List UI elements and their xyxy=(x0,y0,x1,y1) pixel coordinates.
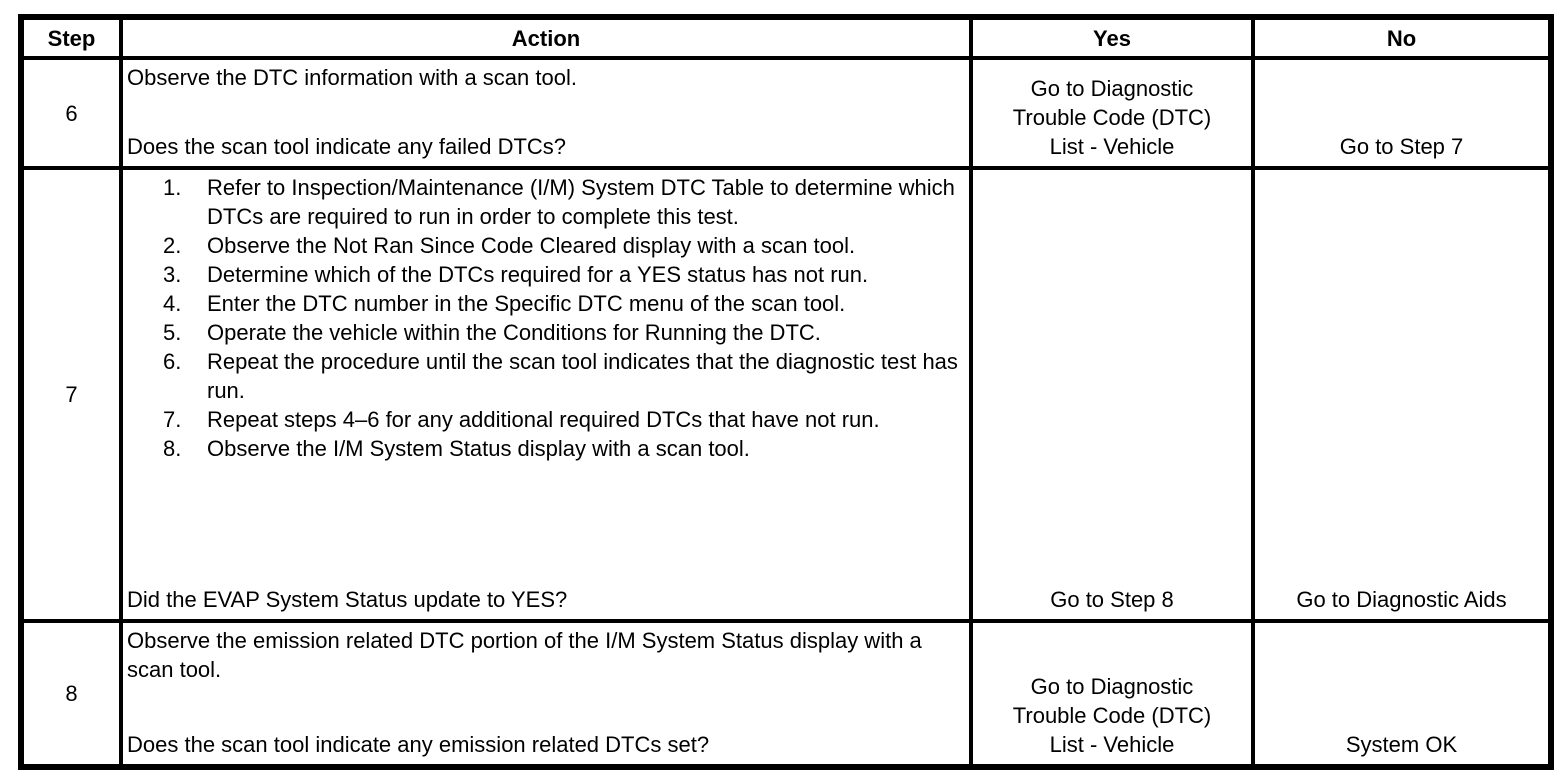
yes-outcome: Go to Diagnostic Trouble Code (DTC) List… xyxy=(1012,674,1212,757)
list-item-number: 5. xyxy=(163,320,182,345)
table-row-step-8: 8 Observe the emission related DTC porti… xyxy=(19,619,1553,769)
action-intro: Observe the DTC information with a scan … xyxy=(127,65,577,90)
action-cell: Observe the DTC information with a scan … xyxy=(119,56,973,170)
no-cell: System OK xyxy=(1251,619,1553,769)
list-item-number: 3. xyxy=(163,262,182,287)
list-item: 5. Operate the vehicle within the Condit… xyxy=(127,318,965,347)
list-item: 1. Refer to Inspection/Maintenance (I/M)… xyxy=(127,173,965,231)
action-cell: 1. Refer to Inspection/Maintenance (I/M)… xyxy=(119,166,973,623)
list-item-text: Repeat steps 4–6 for any additional requ… xyxy=(207,407,880,432)
action-question: Did the EVAP System Status update to YES… xyxy=(127,587,568,612)
list-item-text: Repeat the procedure until the scan tool… xyxy=(207,349,958,403)
no-outcome: System OK xyxy=(1345,732,1458,757)
list-item: 2. Observe the Not Ran Since Code Cleare… xyxy=(127,231,965,260)
col-header-yes: Yes xyxy=(969,15,1255,60)
list-item-text: Determine which of the DTCs required for… xyxy=(207,262,869,287)
yes-outcome: Go to Step 8 xyxy=(1050,587,1174,612)
yes-cell: Go to Diagnostic Trouble Code (DTC) List… xyxy=(969,56,1255,170)
list-item-number: 7. xyxy=(163,407,182,432)
list-item-number: 2. xyxy=(163,233,182,258)
list-item-text: Refer to Inspection/Maintenance (I/M) Sy… xyxy=(207,175,955,229)
yes-outcome: Go to Diagnostic Trouble Code (DTC) List… xyxy=(1012,76,1212,159)
step-number: 6 xyxy=(19,56,123,170)
yes-cell: Go to Step 8 xyxy=(969,166,1255,623)
no-cell: Go to Diagnostic Aids xyxy=(1251,166,1553,623)
list-item: 4. Enter the DTC number in the Specific … xyxy=(127,289,965,318)
action-cell: Observe the emission related DTC portion… xyxy=(119,619,973,769)
step-number: 8 xyxy=(19,619,123,769)
list-item-text: Observe the Not Ran Since Code Cleared d… xyxy=(207,233,856,258)
list-item-text: Observe the I/M System Status display wi… xyxy=(207,436,750,461)
col-header-no: No xyxy=(1251,15,1553,60)
header-row: Step Action Yes No xyxy=(19,15,1553,60)
list-item-number: 6. xyxy=(163,349,182,374)
list-item-number: 1. xyxy=(163,175,182,200)
step-number: 7 xyxy=(19,166,123,623)
list-item: 7. Repeat steps 4–6 for any additional r… xyxy=(127,405,965,434)
list-item: 8. Observe the I/M System Status display… xyxy=(127,434,965,463)
table-row-step-6: 6 Observe the DTC information with a sca… xyxy=(19,56,1553,170)
table-row-step-7: 7 1. Refer to Inspection/Maintenance (I/… xyxy=(19,166,1553,623)
col-header-step: Step xyxy=(19,15,123,60)
no-outcome: Go to Diagnostic Aids xyxy=(1296,587,1507,612)
action-question: Does the scan tool indicate any failed D… xyxy=(127,134,567,159)
no-cell: Go to Step 7 xyxy=(1251,56,1553,170)
col-header-action: Action xyxy=(119,15,973,60)
action-intro: Observe the emission related DTC portion… xyxy=(127,628,922,682)
action-question: Does the scan tool indicate any emission… xyxy=(127,732,710,757)
list-item-text: Operate the vehicle within the Condition… xyxy=(207,320,821,345)
list-item: 3. Determine which of the DTCs required … xyxy=(127,260,965,289)
no-outcome: Go to Step 7 xyxy=(1339,134,1464,159)
yes-cell: Go to Diagnostic Trouble Code (DTC) List… xyxy=(969,619,1255,769)
list-item: 6. Repeat the procedure until the scan t… xyxy=(127,347,965,405)
list-item-number: 4. xyxy=(163,291,182,316)
diagnostic-procedure-table: Step Action Yes No 6 Observe the DTC inf… xyxy=(18,14,1554,770)
list-item-number: 8. xyxy=(163,436,182,461)
list-item-text: Enter the DTC number in the Specific DTC… xyxy=(207,291,846,316)
action-ordered-list: 1. Refer to Inspection/Maintenance (I/M)… xyxy=(127,173,965,463)
